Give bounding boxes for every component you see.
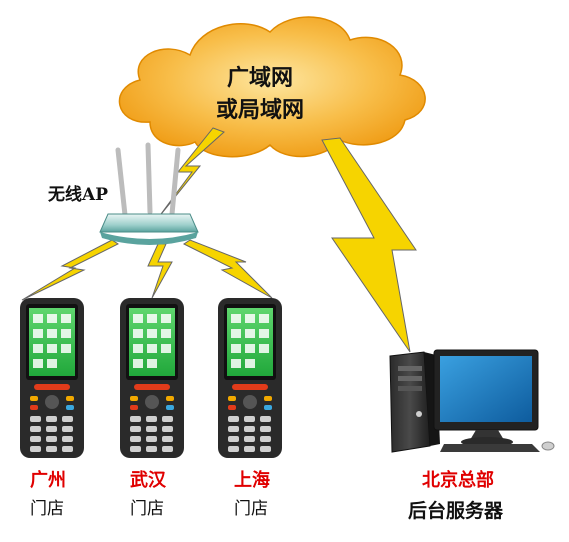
server-label: 后台服务器 bbox=[408, 500, 504, 522]
handheld-terminal-icon bbox=[120, 298, 184, 458]
terminal-city-label: 广州 bbox=[30, 470, 66, 491]
cloud-label-line2: 或局域网 bbox=[215, 97, 304, 123]
terminal-store-label: 门店 bbox=[130, 499, 164, 519]
cloud-label: 广域网 或局域网 bbox=[190, 62, 330, 126]
terminal-store-label: 门店 bbox=[234, 499, 268, 519]
handheld-terminal-icon bbox=[218, 298, 282, 458]
terminal-store-label: 门店 bbox=[30, 499, 64, 519]
lightning-ap-terminal-2 bbox=[147, 243, 173, 299]
server-hq-label: 北京总部 bbox=[422, 470, 494, 491]
lightning-ap-terminal-3 bbox=[183, 239, 273, 299]
lightning-ap-terminal-1 bbox=[21, 239, 119, 301]
monitor-icon bbox=[433, 349, 539, 447]
ap-label: 无线AP bbox=[48, 185, 108, 205]
terminal-city-label: 上海 bbox=[234, 470, 270, 491]
cloud-shape bbox=[118, 16, 426, 158]
lightning-cloud-ap bbox=[157, 127, 225, 219]
terminal-city-label: 武汉 bbox=[130, 470, 166, 491]
handheld-terminal-icon bbox=[20, 298, 84, 458]
keyboard-icon bbox=[440, 444, 540, 452]
lightning-cloud-server bbox=[321, 137, 417, 353]
cloud-label-line1: 广域网 bbox=[226, 65, 293, 91]
wireless-ap-icon bbox=[99, 142, 199, 245]
server-tower-icon bbox=[389, 351, 440, 453]
mouse-icon bbox=[541, 441, 555, 451]
